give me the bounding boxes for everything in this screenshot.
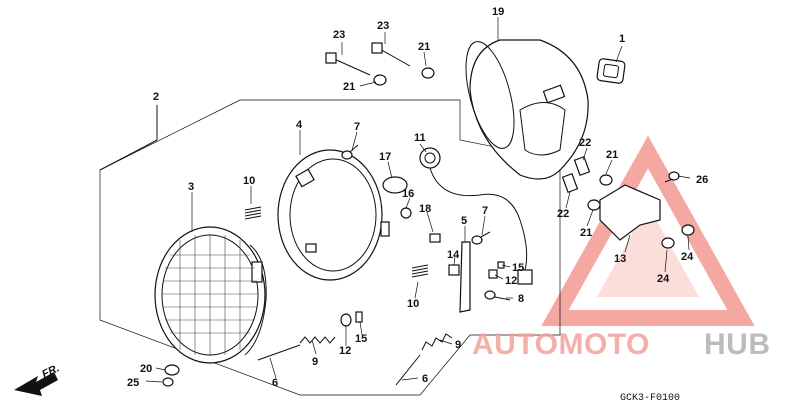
assembly-outline [99, 99, 561, 396]
label-25: 25 [127, 377, 139, 389]
label-14: 14 [447, 249, 460, 261]
label-8: 8 [518, 293, 524, 305]
label-7a: 7 [354, 121, 360, 133]
bracket-5 [448, 241, 471, 313]
headlight-lens-unit [154, 226, 267, 364]
label-1: 1 [619, 33, 625, 45]
label-10b: 10 [407, 298, 419, 310]
label-19: 19 [492, 6, 504, 18]
watermark-text-secondary: HUB [704, 328, 771, 361]
label-3: 3 [188, 181, 194, 193]
top-bolts [325, 42, 435, 86]
label-10a: 10 [243, 175, 255, 187]
bolt-20-25 [162, 364, 180, 387]
label-21c: 21 [606, 149, 618, 161]
label-20: 20 [140, 363, 152, 375]
label-12a: 12 [339, 345, 351, 357]
springs [244, 206, 429, 278]
label-9b: 9 [455, 339, 461, 351]
label-6a: 6 [272, 377, 278, 389]
label-12b: 12 [505, 275, 517, 287]
label-15b: 15 [512, 262, 524, 274]
label-17: 17 [379, 151, 391, 163]
headlight-case [465, 39, 589, 180]
label-7b: 7 [482, 205, 488, 217]
label-15a: 15 [355, 333, 367, 345]
leader-lines [145, 17, 691, 383]
direction-label: FR. [40, 362, 61, 380]
watermark-text-primary: AUTOMOTO [472, 328, 650, 361]
label-4: 4 [296, 119, 303, 131]
label-13: 13 [614, 253, 626, 265]
grommet [596, 58, 626, 84]
label-22a: 22 [579, 137, 591, 149]
label-21b: 21 [343, 81, 355, 93]
watermark-text: AUTOMOTO HUB [472, 328, 771, 361]
diagram-code: GCK3-F0100 [620, 393, 680, 404]
label-21d: 21 [580, 227, 592, 239]
watermark-triangle-icon [541, 135, 755, 326]
headlight-rim [277, 149, 390, 281]
label-22b: 22 [557, 208, 569, 220]
label-26: 26 [696, 174, 708, 186]
label-9a: 9 [312, 356, 318, 368]
label-18: 18 [419, 203, 431, 215]
front-direction-arrow-icon [14, 372, 58, 396]
label-23b: 23 [377, 20, 389, 32]
label-2: 2 [153, 91, 159, 103]
part-labels: 1 2 3 4 5 6 6 7 7 8 9 9 10 10 11 12 12 1… [127, 6, 708, 389]
label-21a: 21 [418, 41, 430, 53]
bulb-socket-wiring [382, 147, 533, 285]
label-5: 5 [461, 215, 467, 227]
adjust-screws [257, 333, 453, 386]
label-24b: 24 [681, 251, 694, 263]
screws [341, 144, 491, 245]
side-bracket [561, 156, 695, 249]
bolt-8 [484, 261, 511, 301]
nuts-bottom [340, 311, 363, 327]
label-23a: 23 [333, 29, 345, 41]
label-16: 16 [402, 188, 414, 200]
label-6b: 6 [422, 373, 428, 385]
label-11: 11 [414, 132, 426, 144]
label-24a: 24 [657, 273, 670, 285]
